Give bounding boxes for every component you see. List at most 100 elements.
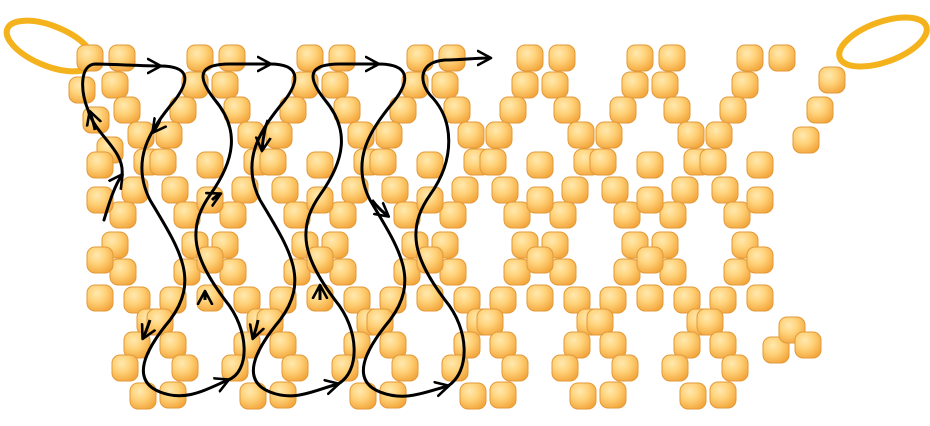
bead-icon — [86, 284, 114, 312]
bead-icon — [341, 176, 369, 204]
bead-icon — [511, 71, 539, 99]
bead-icon — [553, 96, 581, 124]
bead-icon — [393, 258, 421, 286]
bead-icon — [661, 354, 689, 382]
bead-icon — [711, 176, 739, 204]
bead-icon — [613, 201, 641, 229]
bead-icon — [746, 284, 774, 312]
bead-icon — [218, 44, 246, 72]
thread-path — [194, 64, 270, 382]
bead-icon — [129, 382, 157, 410]
arrow-icon — [370, 199, 388, 216]
arrow-icon — [90, 112, 95, 131]
bead-icon — [794, 331, 822, 359]
bead-icon — [549, 201, 577, 229]
bead-icon — [113, 96, 141, 124]
thread-path-layer — [81, 58, 490, 398]
bead-icon — [611, 354, 639, 382]
bead-icon — [296, 44, 324, 72]
bead-icon — [709, 286, 737, 314]
bead-icon — [721, 354, 749, 382]
bead-icon — [406, 44, 434, 72]
bead-icon — [453, 286, 481, 314]
bead-icon — [233, 286, 261, 314]
bead-icon — [321, 71, 349, 99]
arrow-icon — [262, 119, 268, 150]
bead-icon — [709, 331, 737, 359]
bead-icon — [818, 66, 846, 94]
bead-icon — [108, 44, 136, 72]
bead-icon — [476, 308, 504, 336]
bead-icon — [161, 176, 189, 204]
bead-icon — [548, 44, 576, 72]
bead-icon — [271, 176, 299, 204]
bead-icon — [86, 151, 114, 179]
bead-icon — [389, 96, 417, 124]
bead-icon — [459, 382, 487, 410]
bead-icon — [479, 148, 507, 176]
bead-icon — [541, 71, 569, 99]
bead-icon — [416, 284, 444, 312]
bead-icon — [563, 286, 591, 314]
bead-icon — [762, 336, 790, 364]
bead-icon — [489, 381, 517, 409]
bead-icon — [626, 44, 654, 72]
bead-icon — [723, 258, 751, 286]
bead-icon — [673, 331, 701, 359]
bead-icon — [259, 148, 287, 176]
bead-icon — [329, 258, 357, 286]
bead-icon — [379, 331, 407, 359]
bead-icon — [489, 286, 517, 314]
bead-icon — [658, 44, 686, 72]
bead-icon — [586, 308, 614, 336]
bead-icon — [169, 96, 197, 124]
bead-icon — [599, 381, 627, 409]
bead-icon — [709, 381, 737, 409]
bead-icon — [599, 286, 627, 314]
bead-icon — [457, 121, 485, 149]
bead-icon — [526, 186, 554, 214]
bead-icon — [613, 258, 641, 286]
bead-icon — [219, 201, 247, 229]
bead-icon — [269, 331, 297, 359]
bead-icon — [569, 382, 597, 410]
bead-icon — [343, 286, 371, 314]
arrow-icon — [253, 319, 258, 338]
bead-icon — [173, 258, 201, 286]
bead-icon — [239, 382, 267, 410]
bead-icon — [451, 176, 479, 204]
bead-icon — [673, 286, 701, 314]
bead-icon — [391, 354, 419, 382]
bead-icon — [526, 151, 554, 179]
bead-icon — [609, 96, 637, 124]
bead-icon — [636, 151, 664, 179]
bead-layer — [68, 44, 846, 410]
bead-icon — [291, 71, 319, 99]
bead-icon — [601, 176, 629, 204]
bead-icon — [265, 121, 293, 149]
bead-icon — [746, 186, 774, 214]
bead-icon — [439, 258, 467, 286]
bead-icon — [696, 308, 724, 336]
bead-icon — [431, 71, 459, 99]
bead-icon — [736, 44, 764, 72]
bead-icon — [516, 44, 544, 72]
bead-icon — [375, 121, 403, 149]
bead-icon — [792, 126, 820, 154]
bead-icon — [331, 354, 359, 382]
bead-icon — [485, 121, 513, 149]
bead-icon — [526, 284, 554, 312]
bead-icon — [768, 44, 796, 72]
bead-icon — [636, 186, 664, 214]
bead-icon — [599, 331, 627, 359]
bead-icon — [589, 148, 617, 176]
bead-icon — [349, 382, 377, 410]
bead-icon — [416, 151, 444, 179]
bead-icon — [86, 186, 114, 214]
bead-icon — [111, 354, 139, 382]
bead-icon — [369, 148, 397, 176]
bead-icon — [595, 121, 623, 149]
bead-icon — [663, 96, 691, 124]
